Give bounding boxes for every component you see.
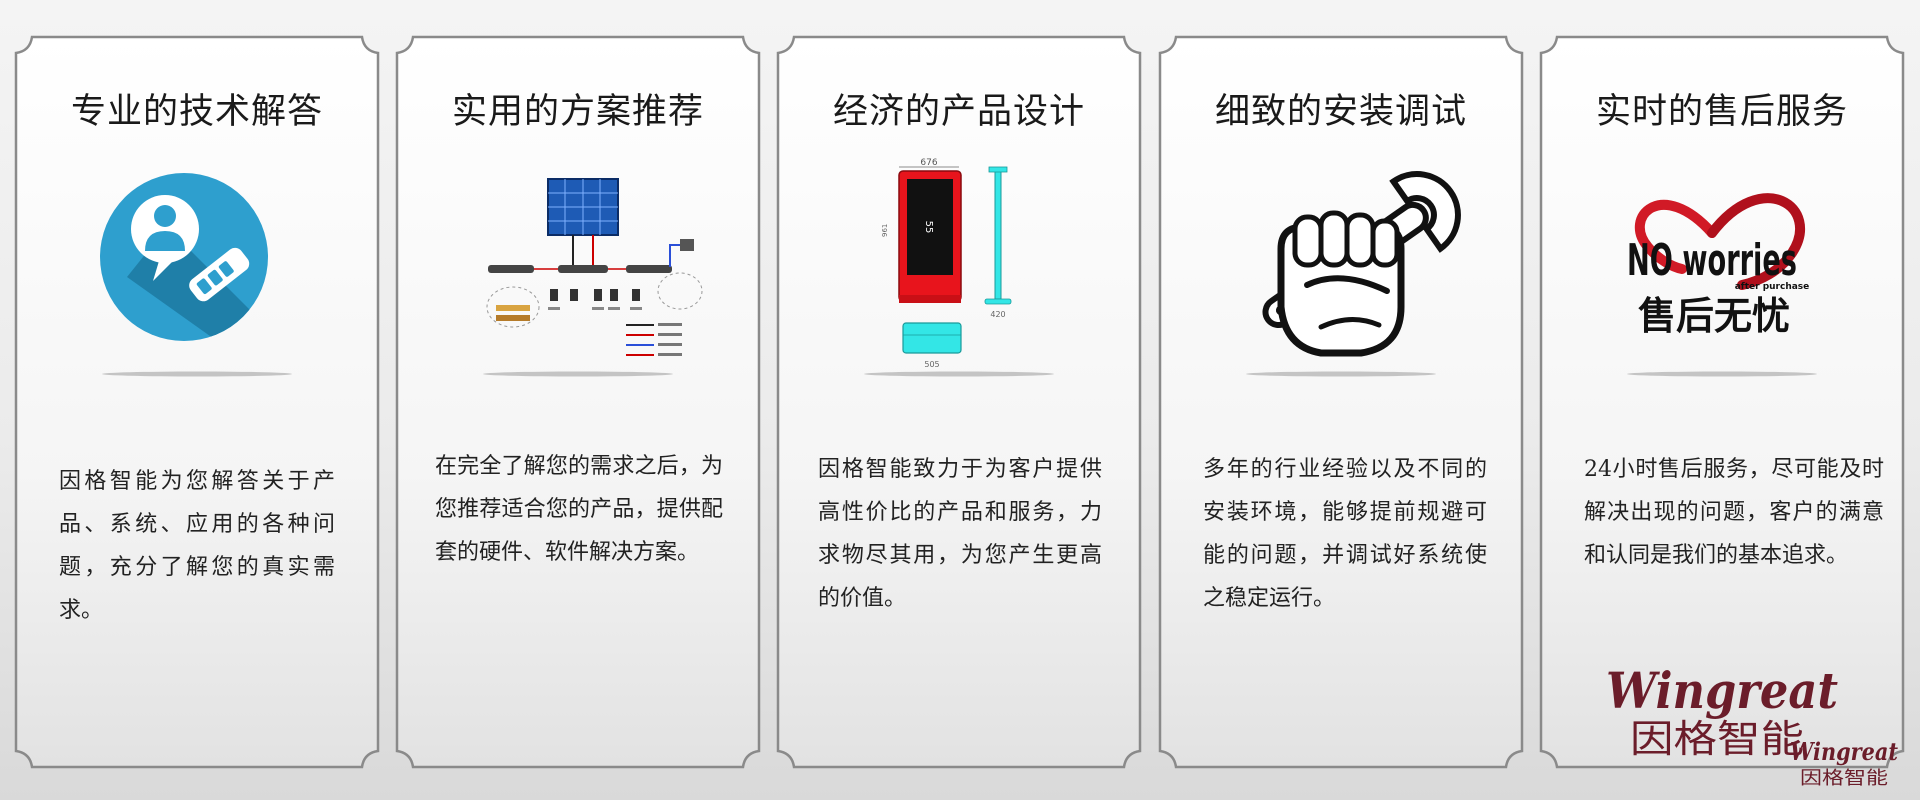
card-frame [1158, 35, 1524, 769]
divider-shadow [1627, 371, 1817, 377]
badge-line2: after purchase [1735, 282, 1810, 292]
side-width-label: 420 [990, 310, 1005, 319]
support-agent-icon [67, 157, 327, 377]
divider-shadow [1246, 371, 1436, 377]
badge-line1: NO worries [1627, 235, 1797, 286]
brand-name-en: Wingreat [1606, 661, 1838, 720]
after-sales-badge: NO worries after purchase 售后无忧 [1592, 157, 1852, 377]
card-title: 专业的技术解答 [70, 92, 323, 132]
card-installation: 细致的安装调试 多年的行业经验 [1158, 35, 1524, 769]
brand-logo: Wingreat 因格智能 Wingreat 因格智能 [1606, 661, 1898, 789]
card-technical-support: 专业的技术解答 因格 [14, 35, 380, 769]
divider-shadow [864, 371, 1054, 377]
card-solution-recommendation: 实用的方案推荐 [395, 35, 761, 769]
card-description: 24小时售后服务，尽可能及时解决出现的问题，客户的满意和认同是我们的基本追求。 [1584, 457, 1884, 568]
card-description: 因格智能致力于为客户提供高性价比的产品和服务，力求物尽其用，为您产生更高的价值。 [818, 457, 1102, 611]
divider-shadow [483, 371, 673, 377]
heart-logo-icon [1634, 199, 1717, 274]
card-description: 因格智能为您解答关于产品、系统、应用的各种问题，充分了解您的真实需求。 [59, 469, 335, 623]
card-product-design: 经济的产品设计 676 55 961 505 420 因格智能致力于 [776, 35, 1142, 769]
card-frame [1539, 35, 1905, 769]
card-description: 在完全了解您的需求之后，为您推荐适合您的产品，提供配套的硬件、软件解决方案。 [435, 454, 723, 565]
brand-small-cn: 因格智能 [1800, 768, 1888, 789]
badge-line3: 售后无忧 [1638, 294, 1790, 338]
card-title: 经济的产品设计 [832, 92, 1085, 132]
width-dimension-label: 676 [920, 158, 937, 168]
brand-name-cn: 因格智能 [1630, 717, 1804, 761]
card-after-sales: 实时的售后服务 NO worries after purchase 售后无忧 2… [1539, 35, 1905, 769]
height-dimension-label: 961 [881, 224, 889, 237]
card-frame [395, 35, 761, 769]
brand-small-en: Wingreat [1790, 737, 1898, 766]
card-frame [14, 35, 380, 769]
card-title: 实时的售后服务 [1595, 92, 1848, 132]
card-frame [776, 35, 1142, 769]
card-title: 实用的方案推荐 [451, 92, 704, 132]
card-title: 细致的安装调试 [1214, 92, 1467, 132]
card-description: 多年的行业经验以及不同的安装环境，能够提前规避可能的问题，并调试好系统使之稳定运… [1203, 457, 1487, 611]
system-diagram-image [448, 157, 708, 377]
screen-size-label: 55 [923, 221, 934, 234]
fist-wrench-icon [1211, 157, 1471, 377]
divider-shadow [102, 371, 292, 377]
kiosk-drawing-image: 676 55 961 505 420 [829, 157, 1089, 377]
base-width-label: 505 [924, 360, 939, 369]
